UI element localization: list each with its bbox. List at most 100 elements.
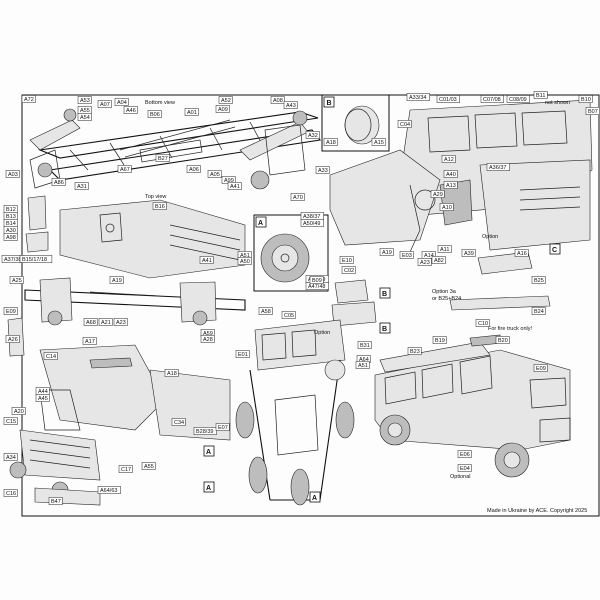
part-number: B23: [410, 349, 420, 355]
part-number: E06: [460, 452, 470, 458]
rear-cargo-floor: [479, 159, 591, 251]
part-number: A36/37: [489, 165, 506, 171]
part-callout-top: A26: [5, 335, 20, 343]
part-callout-front: A64/63: [97, 486, 121, 494]
part-number: A70: [293, 195, 303, 201]
cab-frame-assembly: Option A A A: [203, 319, 355, 506]
part-callout-box: [533, 91, 548, 99]
part-number: E03: [402, 253, 412, 259]
part-number: A99: [224, 178, 234, 184]
inset-a-letter-box: [255, 216, 267, 228]
part-callout-box: [11, 407, 26, 415]
part-callout-box: [399, 251, 414, 259]
part-number: A05: [210, 172, 220, 178]
part-callout-box: [152, 202, 167, 210]
part-callout-box: [147, 110, 162, 118]
part-number: C04: [400, 122, 410, 128]
part-callout-cabin: A19: [379, 248, 394, 256]
part-number: C01/03: [439, 97, 457, 103]
part-callout-box: [215, 423, 230, 431]
bracket-e10: [334, 279, 369, 304]
part-number: A68: [86, 320, 96, 326]
bracket-letter-b: B: [382, 291, 387, 298]
part-number: E10: [342, 258, 352, 264]
part-number: A64/63: [100, 488, 117, 494]
part-number: C05: [284, 313, 294, 319]
part-callout-cabin: B11: [533, 91, 548, 99]
part-callout-box: [3, 307, 18, 315]
part-callout-chassis: A53: [77, 96, 92, 104]
part-callout-box: [19, 255, 53, 263]
part-callout-box: [357, 341, 372, 349]
part-callout-box: [323, 138, 338, 146]
option-3a-note: Option 3a: [432, 289, 457, 295]
part-callout-front: A20: [11, 407, 26, 415]
part-callout-box: [486, 163, 510, 171]
part-callout-top: A23: [113, 318, 128, 326]
part-callout-box: [51, 178, 66, 186]
part-number: E09: [536, 366, 546, 372]
part-number: A18: [167, 371, 177, 377]
part-number: A30: [6, 228, 16, 234]
side-floor-panel: [149, 369, 231, 441]
part-callout-cabin: A10: [439, 203, 454, 211]
part-number: A59: [203, 331, 213, 337]
option-panel-b25: [477, 251, 533, 275]
part-callout-middle: B31: [357, 341, 372, 349]
part-callout-truck: E04: [457, 464, 472, 472]
part-callout-front: A18: [164, 369, 179, 377]
part-number: A33/34: [409, 95, 426, 101]
part-callout-chassis: A67: [117, 165, 132, 173]
window-left: [427, 115, 471, 153]
part-callout-box: [186, 165, 201, 173]
part-callout-front: A34: [3, 453, 18, 461]
part-number: B12: [6, 207, 16, 213]
part-callout-box: [3, 453, 18, 461]
part-callout-side_left: A30: [3, 226, 18, 234]
inset-b-letter-box: [323, 96, 335, 108]
part-number: B06: [150, 112, 160, 118]
part-number: A10: [442, 205, 452, 211]
part-callout-box: [207, 170, 222, 178]
part-number: B15/17/18: [22, 257, 47, 263]
cab-wheel-left-rear: [248, 456, 268, 494]
part-callout-top: B16: [152, 202, 167, 210]
part-callout-front: C15: [3, 417, 18, 425]
part-number: A38/37: [303, 214, 320, 220]
part-callout-box: [155, 154, 170, 162]
part-callout-box: [77, 96, 92, 104]
part-callout-cabin: A33/34: [406, 93, 430, 101]
cab-letter-a-2: A: [206, 485, 211, 492]
part-callout-top: A21: [98, 318, 113, 326]
part-callout-side_left: B15/17/18: [19, 255, 53, 263]
part-callout-box: [379, 248, 394, 256]
frame-rail-lower: [48, 129, 322, 181]
bracket-b09: [331, 301, 377, 327]
cab-roof: [254, 319, 346, 371]
part-number: A41: [230, 184, 240, 190]
bracket-letter-b-box: [379, 287, 391, 299]
part-number: A14: [424, 253, 434, 259]
part-callout-chassis: B27: [155, 154, 170, 162]
cargo-ribs: [519, 186, 581, 211]
part-callout-box: [514, 249, 529, 257]
part-number: A44: [38, 389, 48, 395]
truck-body: [374, 349, 571, 451]
part-number: A26: [8, 337, 18, 343]
part-callout-truck: E09: [533, 364, 548, 372]
part-number: A16: [517, 251, 527, 257]
truck-windshield: [529, 377, 567, 409]
not-shown-note: not shown: [545, 100, 570, 106]
part-callout-box: [237, 257, 252, 265]
wheel-hub: [280, 253, 290, 263]
frame-crossmembers: [69, 121, 263, 171]
grille-panel: [19, 429, 101, 481]
part-callout-box: [397, 120, 412, 128]
part-callout-box: [406, 93, 430, 101]
part-callout-wheel_b: A15: [371, 138, 386, 146]
part-callout-box: [315, 166, 330, 174]
part-callout-box: [506, 95, 530, 103]
part-callout-box: [339, 256, 354, 264]
part-callout-box: [300, 219, 324, 227]
cab-letter-a-1: A: [206, 449, 211, 456]
